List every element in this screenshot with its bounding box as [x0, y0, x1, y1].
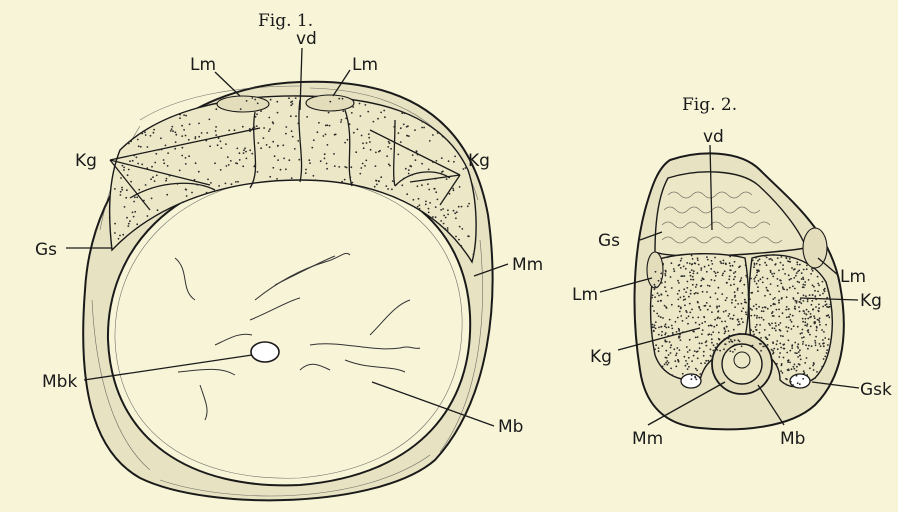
fig2-label-kg-left: Kg: [590, 347, 612, 367]
fig1-label-mbk: Mbk: [42, 372, 77, 392]
fig2-label-kg-right: Kg: [860, 291, 882, 311]
fig2-label-vd: vd: [703, 127, 724, 147]
fig2-label-lm-left: Lm: [572, 285, 598, 305]
fig1-label-lm-right: Lm: [352, 55, 378, 75]
fig1-lm-left-patch: [217, 96, 269, 112]
fig2-label-lm-right: Lm: [840, 267, 866, 287]
fig1-label-vd: vd: [296, 29, 317, 49]
fig1-label-kg-right: Kg: [468, 151, 490, 171]
fig1-label-kg-left: Kg: [75, 151, 97, 171]
fig2-label-gs: Gs: [598, 231, 620, 251]
fig1-mbk-body: [251, 342, 279, 362]
fig1-label-mb: Mb: [498, 417, 523, 437]
figure-2: Fig. 2.: [572, 95, 892, 449]
fig2-caption: Fig. 2.: [682, 95, 737, 115]
fig2-mb-core: [722, 344, 762, 384]
fig1-label-gs: Gs: [35, 240, 57, 260]
fig2-label-mb: Mb: [780, 429, 805, 449]
fig1-lm-right-patch: [306, 95, 354, 111]
fig2-gsk-left: [681, 374, 701, 388]
fig2-lm-left-patch: [647, 252, 663, 288]
fig1-medullary-lumen: [108, 172, 470, 486]
fig1-label-lm-left: Lm: [190, 55, 216, 75]
figure-1: Fig. 1.: [35, 11, 543, 500]
fig2-label-mm: Mm: [632, 429, 663, 449]
fig2-vd-region: [655, 172, 806, 256]
fig1-caption: Fig. 1.: [258, 11, 313, 31]
fig1-label-mm: Mm: [512, 255, 543, 275]
fig2-label-gsk: Gsk: [860, 380, 892, 400]
